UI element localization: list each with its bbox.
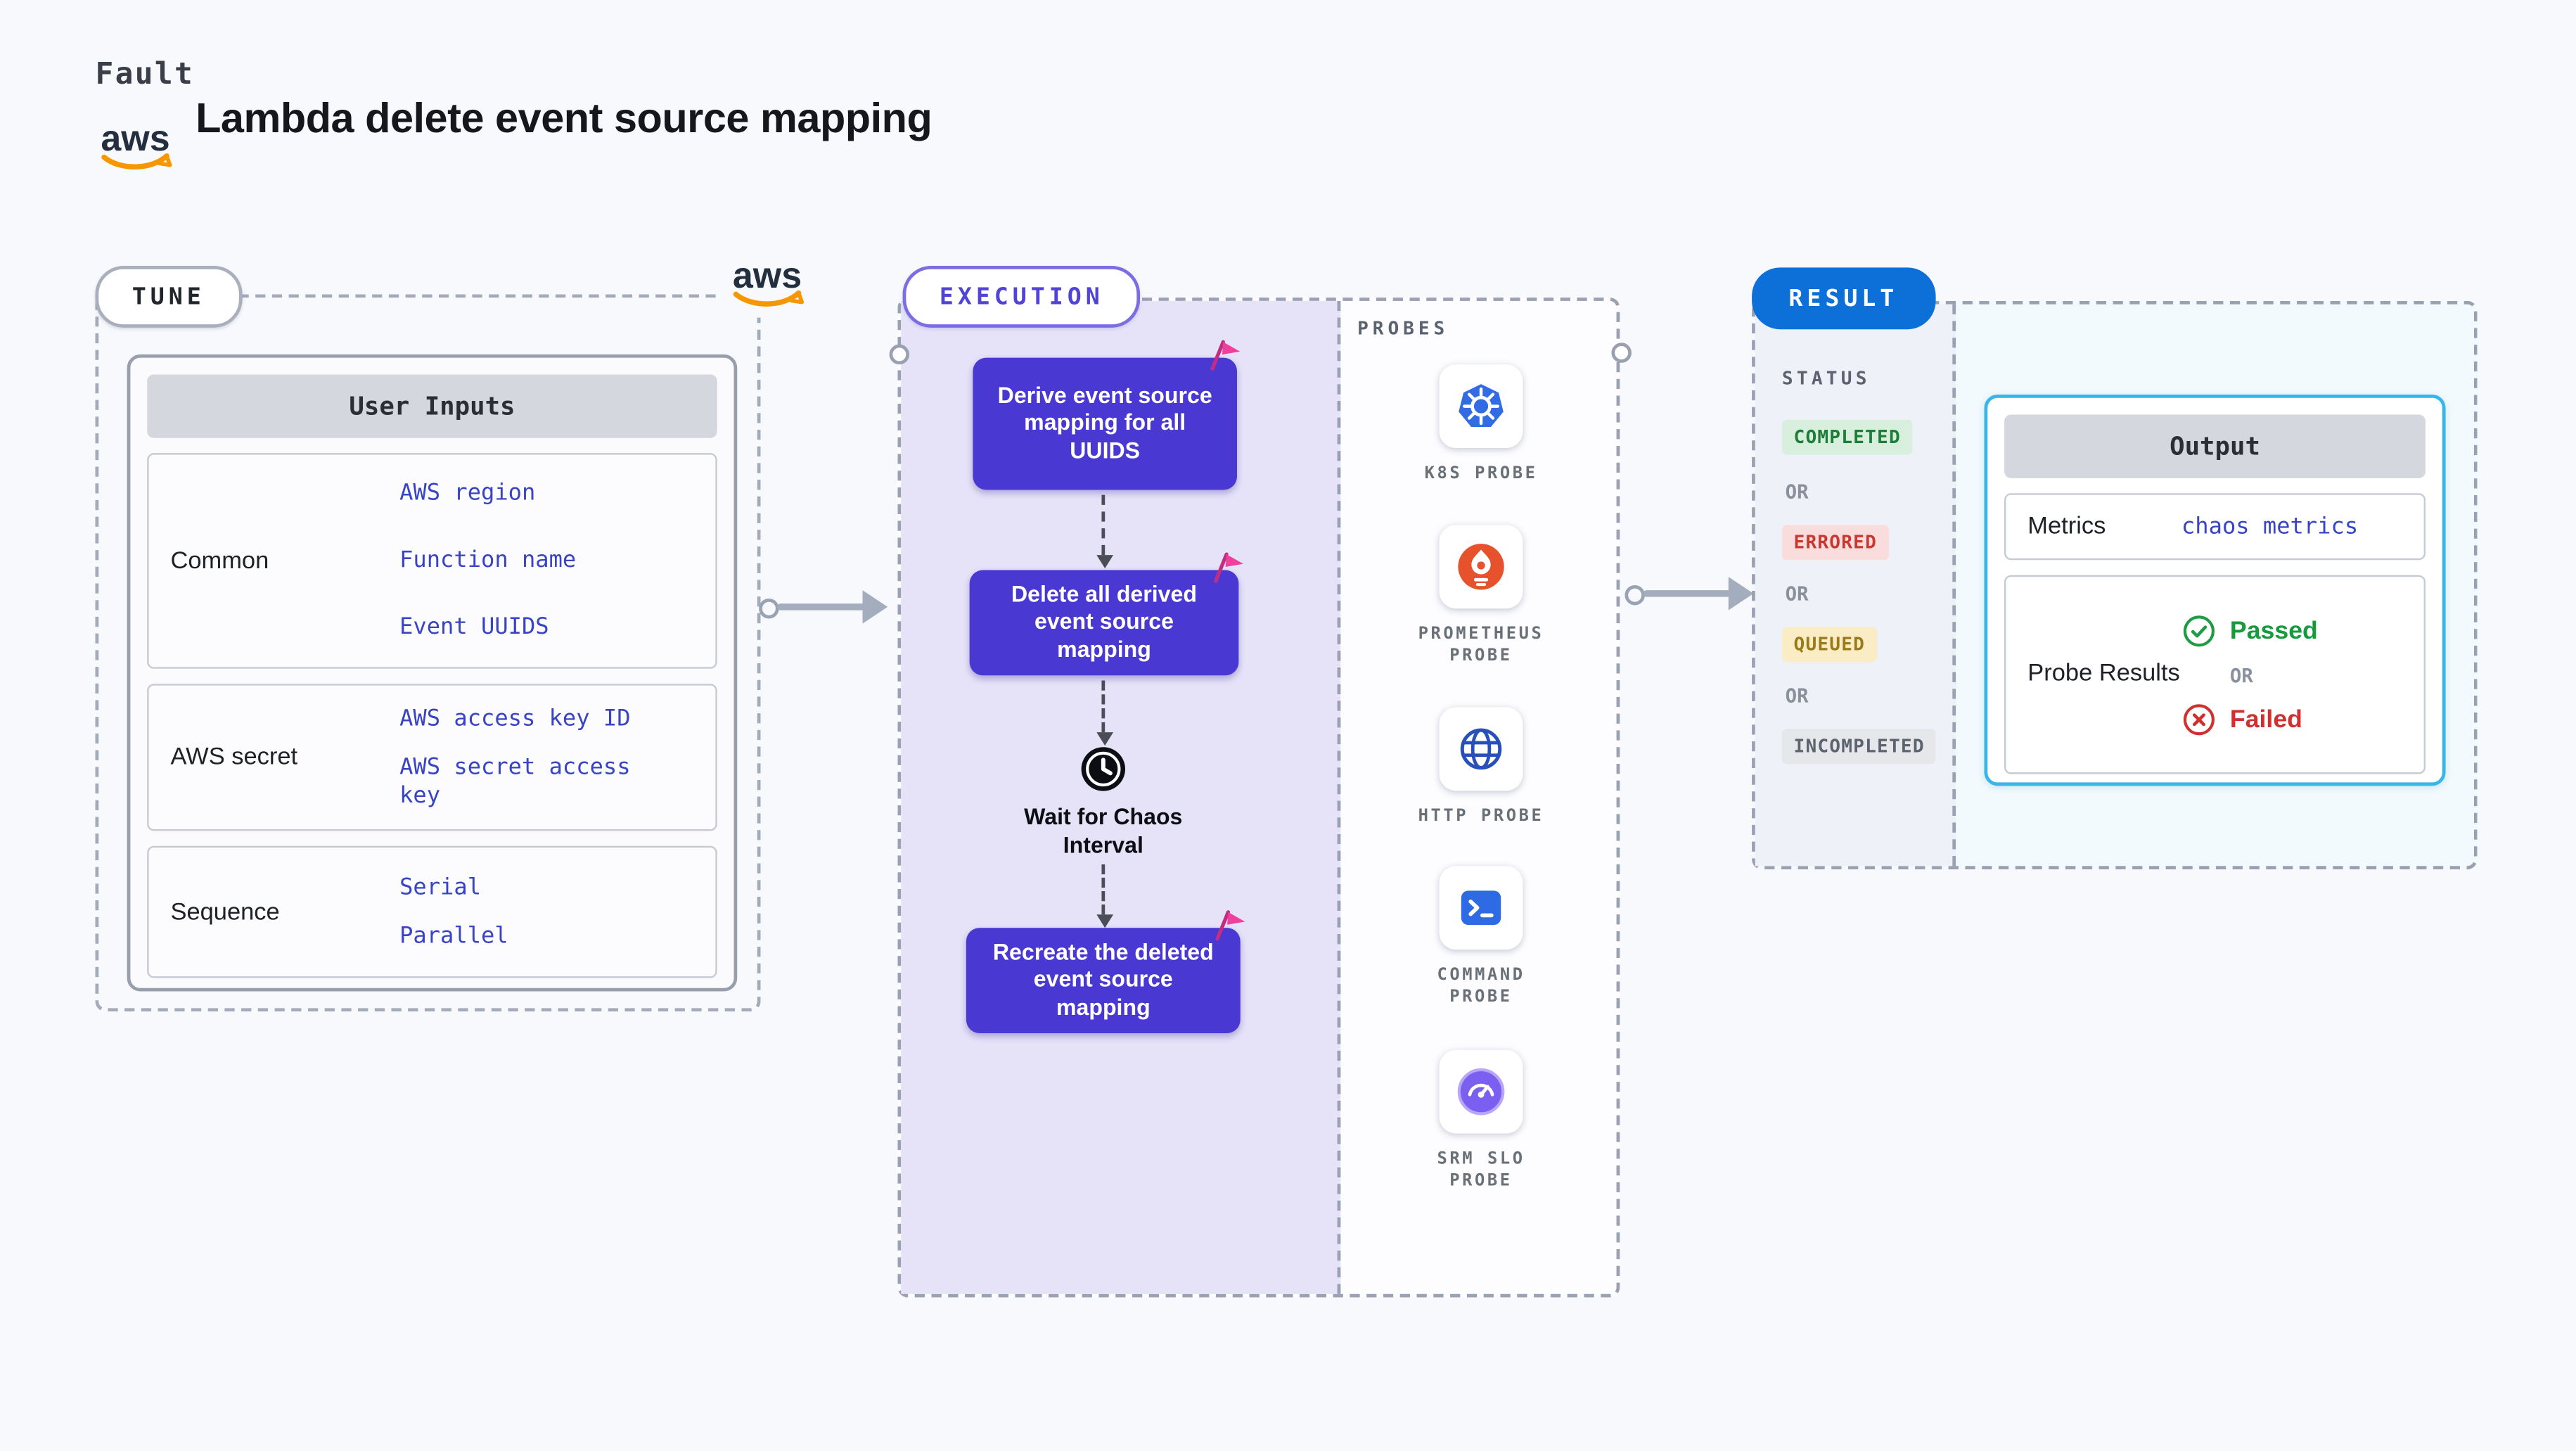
input-row-sequence: Sequence Serial Parallel	[147, 845, 717, 978]
step-delete-event-source-mapping: Delete all derived event source mapping	[969, 570, 1239, 676]
output-card: Output Metrics chaos metrics Probe Resul…	[1984, 394, 2446, 786]
x-circle-icon	[2183, 703, 2215, 735]
probe-srm-slo: SRM SLO PROBE	[1406, 1049, 1556, 1192]
probe-results-label: Probe Results	[2027, 660, 2180, 687]
http-probe-icon	[1460, 728, 1502, 770]
passed-label: Passed	[2229, 615, 2318, 645]
input-row-label: Common	[170, 547, 269, 575]
probe-http: HTTP PROBE	[1406, 707, 1556, 827]
input-row-aws-secret: AWS secret AWS access key ID AWS secret …	[147, 684, 717, 831]
link-event-uuids[interactable]: Event UUIDS	[399, 613, 549, 641]
probe-k8s: K8S PROBE	[1406, 364, 1556, 485]
link-chaos-metrics[interactable]: chaos metrics	[2181, 512, 2359, 539]
link-aws-region[interactable]: AWS region	[399, 480, 536, 507]
link-aws-secret-access-key[interactable]: AWS secret access key	[399, 753, 631, 809]
or-separator: OR	[1785, 684, 1809, 708]
status-badge-queued: QUEUED	[1781, 627, 1877, 663]
metrics-label: Metrics	[2027, 512, 2106, 539]
clock-icon	[1081, 747, 1126, 791]
srm-slo-probe-icon	[1457, 1068, 1505, 1116]
input-row-common: Common AWS region Function name Event UU…	[147, 453, 717, 669]
check-circle-icon	[2183, 615, 2215, 646]
user-inputs-header: User Inputs	[147, 374, 717, 438]
input-row-label: AWS secret	[170, 743, 298, 771]
step-derive-event-source-mapping: Derive event source mapping for all UUID…	[973, 357, 1237, 490]
flow-connector	[1096, 680, 1114, 746]
tune-panel	[95, 294, 761, 1012]
tune-label: TUNE	[95, 265, 242, 328]
step-recreate-event-source-mapping: Recreate the deleted event source mappin…	[966, 928, 1241, 1033]
output-header: Output	[2004, 414, 2426, 478]
aws-logo-text: aws	[101, 118, 169, 159]
port-icon	[1611, 343, 1632, 363]
status-badge-incompleted: INCOMPLETED	[1781, 729, 1937, 765]
status-badge-errored: ERRORED	[1781, 525, 1889, 561]
link-serial[interactable]: Serial	[399, 873, 482, 901]
probes-heading: PROBES	[1357, 317, 1449, 340]
link-aws-access-key-id[interactable]: AWS access key ID	[399, 704, 631, 731]
page-title: Lambda delete event source mapping	[196, 95, 933, 143]
k8s-probe-icon	[1459, 384, 1504, 428]
aws-logo-icon: aws	[101, 118, 172, 170]
failed-line: Failed	[2181, 701, 2424, 736]
or-separator: OR	[2229, 663, 2253, 686]
chaos-flag-icon	[1210, 340, 1241, 371]
probe-results-row: Probe Results Passed OR Failed	[2004, 575, 2426, 774]
probe-command: COMMAND PROBE	[1406, 866, 1556, 1008]
prometheus-probe-icon	[1458, 544, 1504, 590]
flow-connector	[1096, 864, 1114, 928]
flow-connector	[1096, 494, 1114, 569]
status-badge-completed: COMPLETED	[1781, 419, 1913, 455]
execution-label: EXECUTION	[902, 265, 1141, 328]
command-probe-icon	[1461, 890, 1501, 926]
chaos-flag-icon	[1214, 552, 1243, 583]
aws-logo-text: aws	[733, 255, 802, 296]
link-function-name[interactable]: Function name	[399, 546, 577, 574]
input-row-label: Sequence	[170, 898, 280, 926]
result-label: RESULT	[1752, 267, 1935, 330]
probe-prometheus: PROMETHEUS PROBE	[1406, 525, 1556, 667]
status-heading: STATUS	[1781, 367, 1871, 390]
port-icon	[889, 344, 910, 365]
or-separator: OR	[1785, 582, 1809, 606]
or-separator: OR	[1785, 480, 1809, 504]
metrics-row: Metrics chaos metrics	[2004, 493, 2426, 561]
passed-line: Passed	[2181, 613, 2424, 648]
failed-label: Failed	[2229, 704, 2302, 734]
status-column	[1755, 304, 1956, 867]
wait-chaos-interval-label: Wait for Chaos Interval	[1024, 804, 1183, 858]
fault-kicker: Fault	[95, 56, 195, 92]
aws-logo-icon: aws	[719, 247, 816, 318]
chaos-flag-icon	[1215, 910, 1245, 941]
user-inputs-card: User Inputs Common AWS region Function n…	[127, 354, 738, 992]
link-parallel[interactable]: Parallel	[399, 921, 508, 949]
